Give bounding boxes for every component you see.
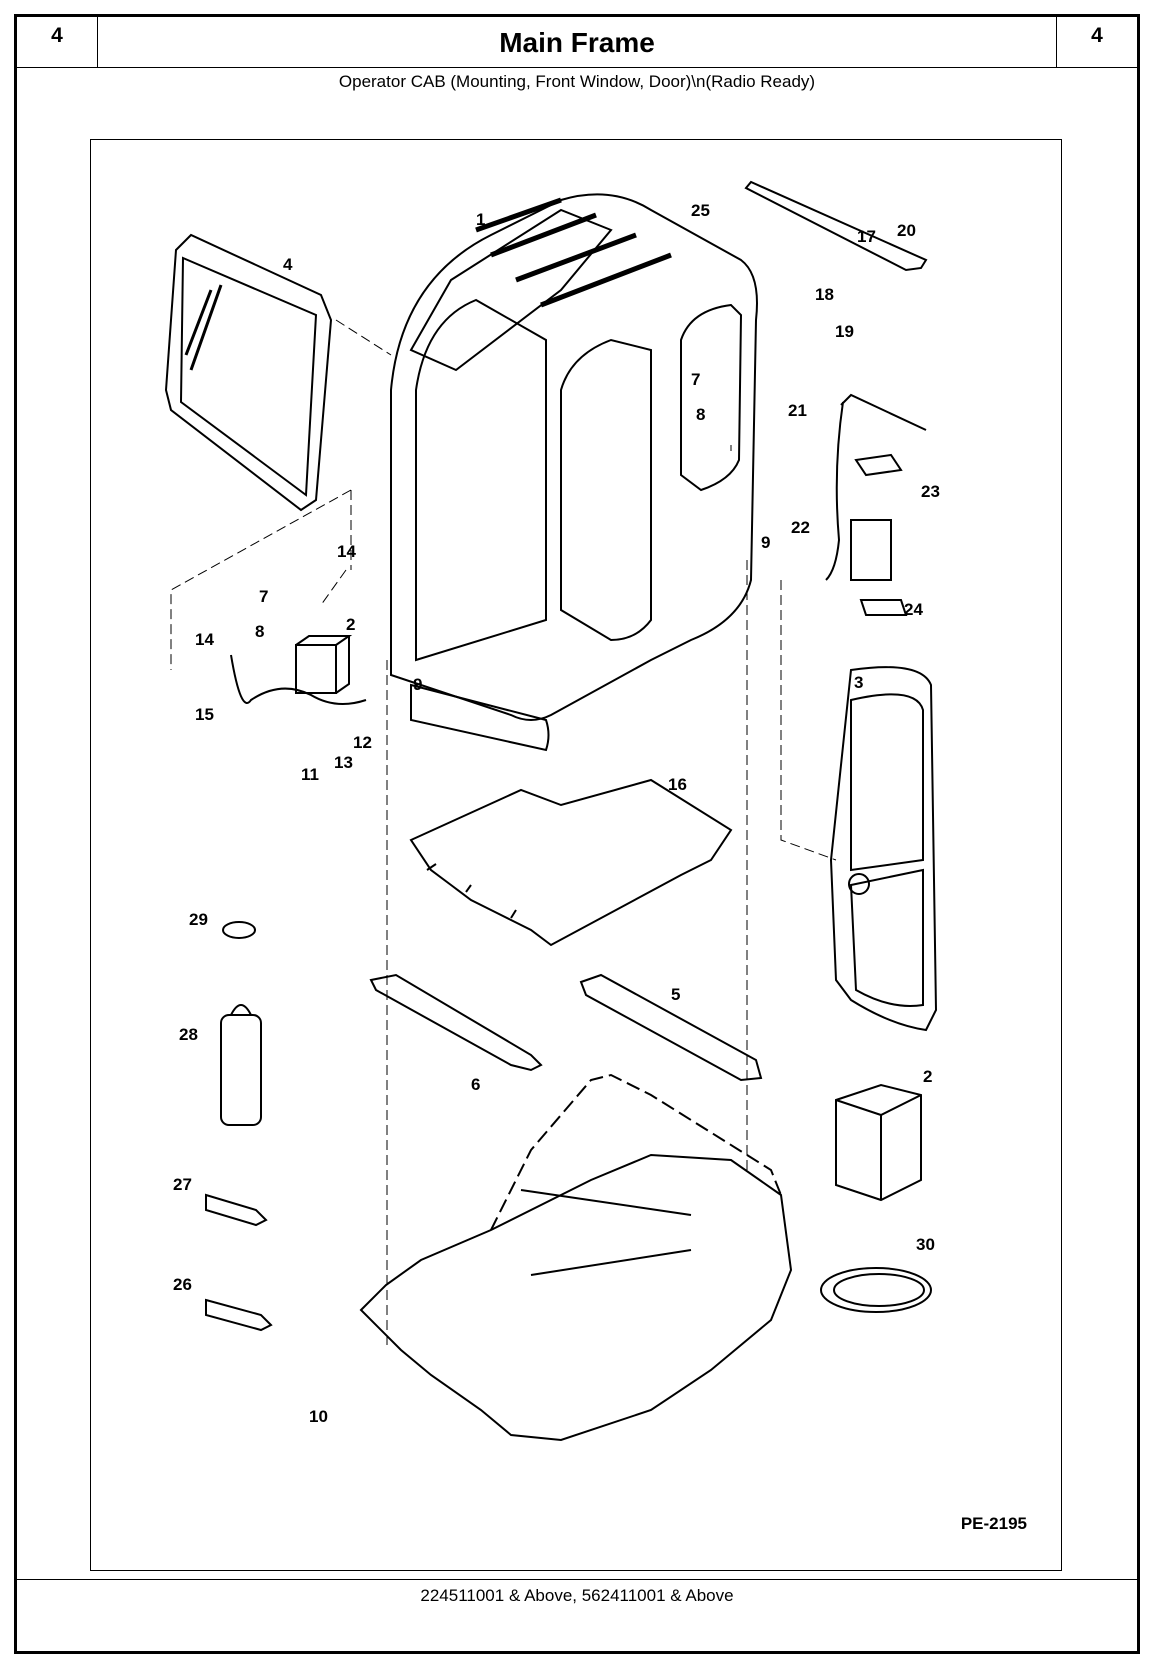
callout-20: 20	[897, 221, 916, 240]
line-art	[164, 180, 938, 1442]
callout-15: 15	[195, 705, 214, 724]
callout-12: 12	[353, 733, 372, 752]
callout-17: 17	[857, 227, 876, 246]
page-footer: 224511001 & Above, 562411001 & Above	[17, 1579, 1137, 1654]
callout-16: 16	[668, 775, 687, 794]
callout-9: 9	[761, 533, 770, 552]
drawing-id: PE-2195	[960, 1514, 1027, 1533]
callout-14: 14	[337, 542, 356, 561]
page-title: Main Frame	[499, 27, 655, 58]
callout-23: 23	[921, 482, 940, 501]
callout-26: 26	[173, 1275, 192, 1294]
callout-24: 24	[904, 600, 923, 619]
callout-25: 25	[691, 201, 710, 220]
callout-7: 7	[691, 370, 700, 389]
page-subtitle: Operator CAB (Mounting, Front Window, Do…	[338, 72, 816, 91]
callout-8b: 8	[255, 622, 264, 641]
callout-5: 5	[671, 985, 680, 1004]
parts-illustration: 1 2 2 3 4 5 6 7 7 8 8 9 9 10 11 12 13 14…	[164, 180, 940, 1442]
callout-27: 27	[173, 1175, 192, 1194]
section-number-left: 4	[17, 17, 98, 67]
callout-29: 29	[189, 910, 208, 929]
callout-2b: 2	[923, 1067, 932, 1086]
callout-28: 28	[179, 1025, 198, 1044]
callout-18: 18	[815, 285, 834, 304]
callout-3: 3	[854, 673, 863, 692]
callout-22: 22	[791, 518, 810, 537]
callout-10: 10	[309, 1407, 328, 1426]
callout-21: 21	[788, 401, 807, 420]
serial-range: 224511001 & Above, 562411001 & Above	[420, 1586, 734, 1605]
callout-11: 11	[301, 765, 319, 784]
exploded-parts-drawing: 1 2 2 3 4 5 6 7 7 8 8 9 9 10 11 12 13 14…	[90, 139, 1062, 1571]
callout-6: 6	[471, 1075, 480, 1094]
callout-7b: 7	[259, 587, 268, 606]
callout-19: 19	[835, 322, 854, 341]
callout-13: 13	[334, 753, 353, 772]
page-header: 4 Main Frame 4	[17, 17, 1137, 68]
callout-1: 1	[476, 210, 485, 229]
callout-30: 30	[916, 1235, 935, 1254]
page-frame: 4 Main Frame 4 Operator CAB (Mounting, F…	[14, 14, 1140, 1654]
callout-4: 4	[283, 255, 293, 274]
callout-labels: 1 2 2 3 4 5 6 7 7 8 8 9 9 10 11 12 13 14…	[173, 201, 940, 1426]
section-number-right: 4	[1056, 17, 1137, 67]
callout-14b: 14	[195, 630, 214, 649]
callout-8: 8	[696, 405, 705, 424]
callout-2: 2	[346, 615, 355, 634]
callout-9b: 9	[413, 675, 422, 694]
